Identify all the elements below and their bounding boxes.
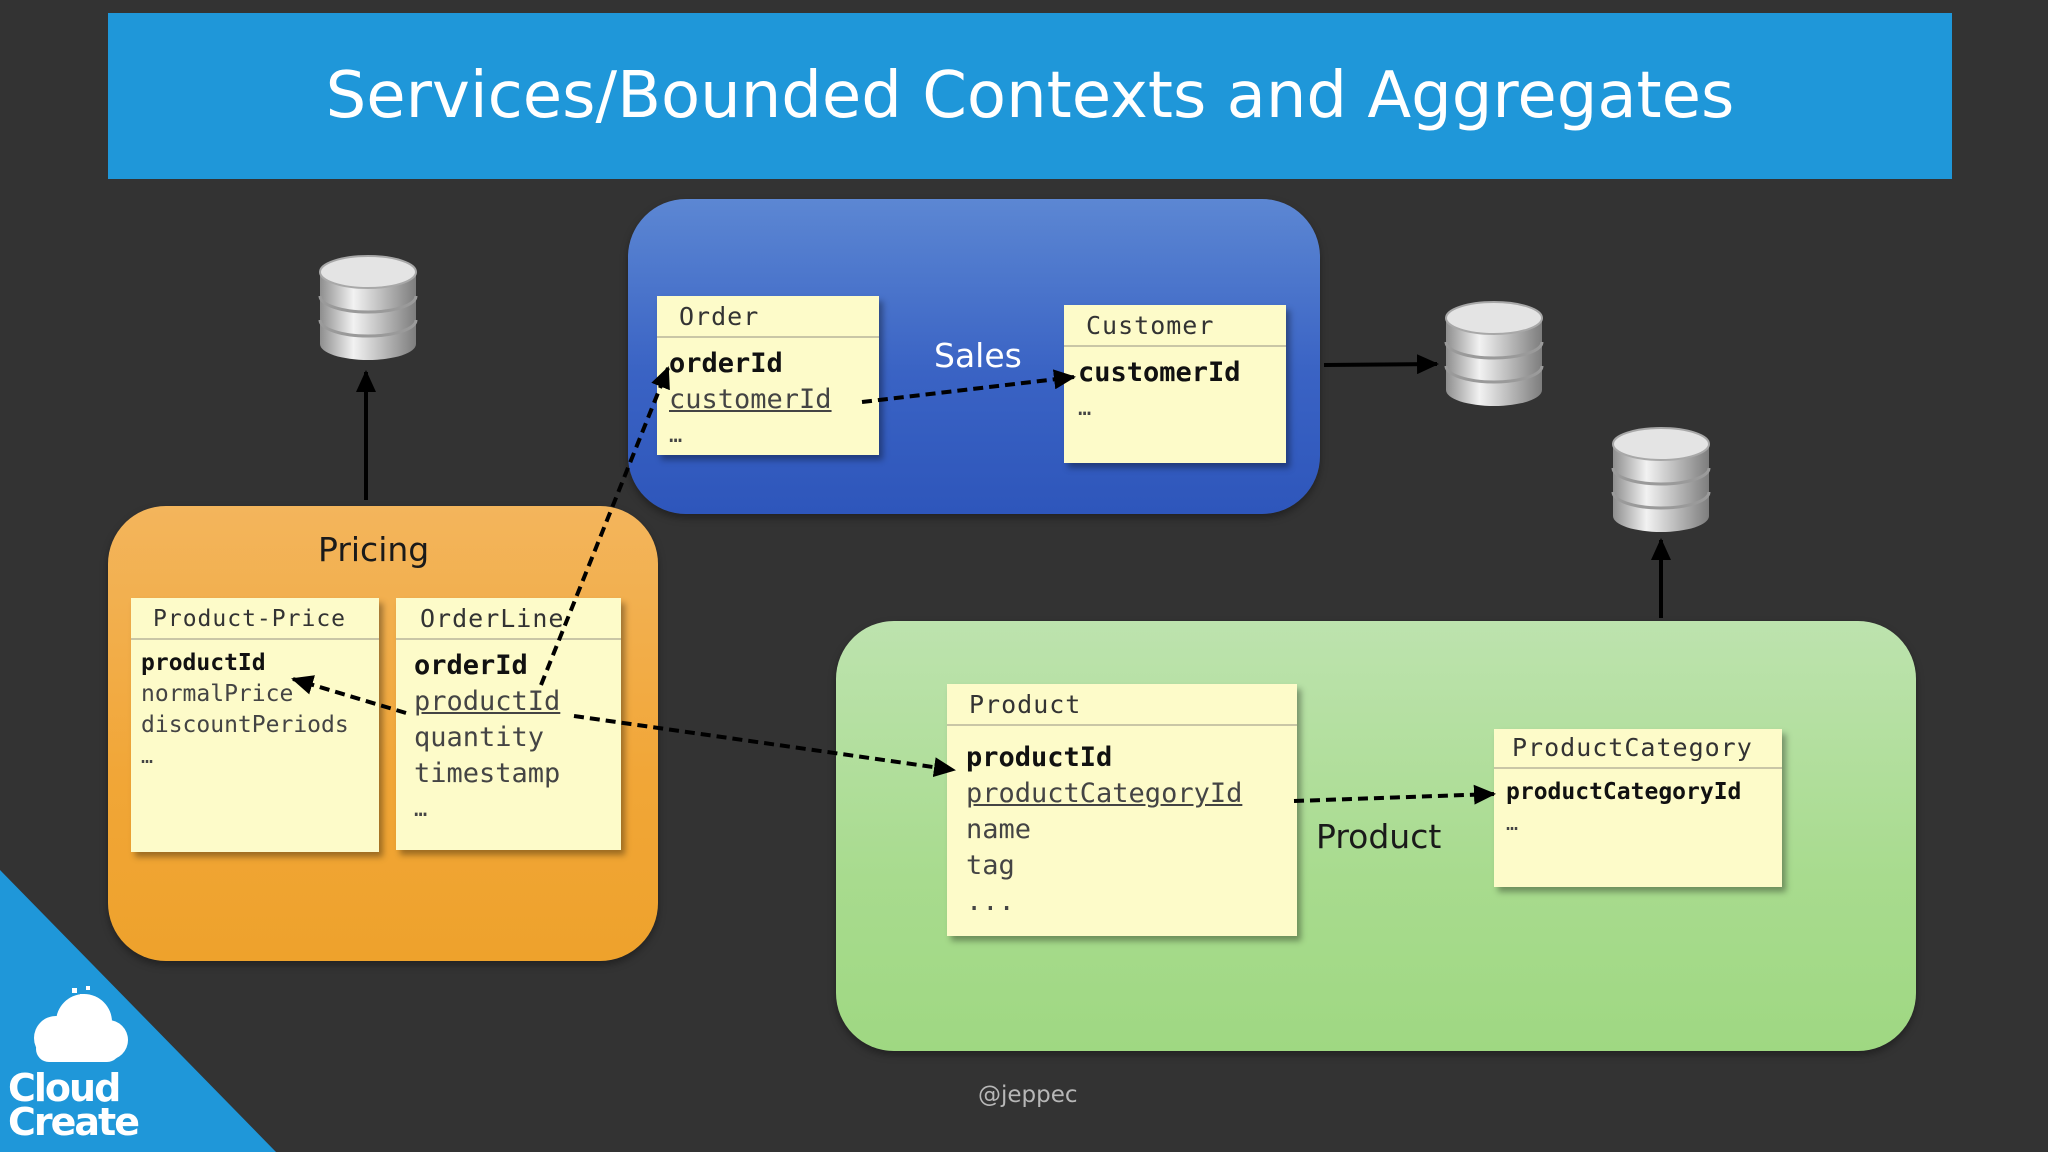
orderline-field-more: … (414, 797, 428, 822)
orderline-product-ref-arrow (573, 714, 956, 778)
database-icon (1611, 427, 1711, 532)
product-entity: Product productId productCategoryId name… (947, 684, 1297, 936)
customer-field-more: … (1078, 396, 1092, 421)
product-category-entity: ProductCategory productCategoryId … (1494, 729, 1782, 887)
logo-corner-triangle (0, 870, 276, 1152)
product-field-productCategoryId: productCategoryId (966, 778, 1243, 809)
product-price-field-more: … (141, 744, 154, 768)
customer-entity-header: Customer (1064, 305, 1286, 347)
orderline-field-timestamp: timestamp (414, 758, 561, 789)
order-entity-header: Order (657, 296, 879, 338)
product-price-field-productId: productId (141, 650, 266, 676)
order-field-customerId: customerId (669, 384, 832, 415)
product-price-entity: Product-Price productId normalPrice disc… (131, 598, 379, 852)
orderline-order-ref-arrow (539, 366, 670, 686)
order-customer-ref-arrow (861, 369, 1076, 404)
orderline-productprice-ref-arrow (291, 675, 407, 715)
sales-db-arrow (1323, 354, 1439, 375)
logo-line2: Create (8, 1100, 140, 1144)
database-icon (318, 255, 418, 360)
logo-text: Cloud Create (8, 1066, 140, 1144)
product-category-field-productCategoryId: productCategoryId (1506, 779, 1742, 805)
order-field-orderId: orderId (669, 348, 783, 379)
sales-context-label: Sales (934, 336, 1022, 375)
product-field-name: name (966, 814, 1032, 845)
logo-line1: Cloud (8, 1066, 121, 1110)
product-price-entity-header: Product-Price (131, 598, 379, 640)
orderline-field-productId: productId (414, 686, 561, 717)
title-banner: Services/Bounded Contexts and Aggregates (108, 13, 1952, 179)
product-price-field-normalPrice: normalPrice (141, 681, 294, 707)
order-field-more: … (669, 423, 683, 448)
product-context-label: Product (1316, 817, 1442, 856)
product-field-tag: tag (966, 850, 1015, 881)
pricing-context-label: Pricing (318, 530, 430, 569)
cloud-icon (34, 986, 128, 1062)
product-category-field-more: … (1506, 811, 1519, 835)
customer-entity: Customer customerId … (1064, 305, 1286, 463)
author-handle: @jeppec (978, 1082, 1078, 1108)
database-icon (1444, 301, 1544, 406)
product-field-productId: productId (966, 742, 1113, 773)
product-field-more: ... (966, 886, 1015, 917)
order-entity: Order orderId customerId … (657, 296, 879, 455)
slide-title: Services/Bounded Contexts and Aggregates (325, 59, 1735, 133)
customer-field-customerId: customerId (1078, 357, 1241, 388)
orderline-entity-header: OrderLine (396, 598, 621, 640)
orderline-field-orderId: orderId (414, 650, 528, 681)
product-category-ref-arrow (1293, 784, 1496, 805)
orderline-entity: OrderLine orderId productId quantity tim… (396, 598, 621, 850)
orderline-field-quantity: quantity (414, 722, 545, 753)
product-category-entity-header: ProductCategory (1494, 729, 1782, 769)
product-entity-header: Product (947, 684, 1297, 726)
product-price-field-discountPeriods: discountPeriods (141, 712, 349, 738)
